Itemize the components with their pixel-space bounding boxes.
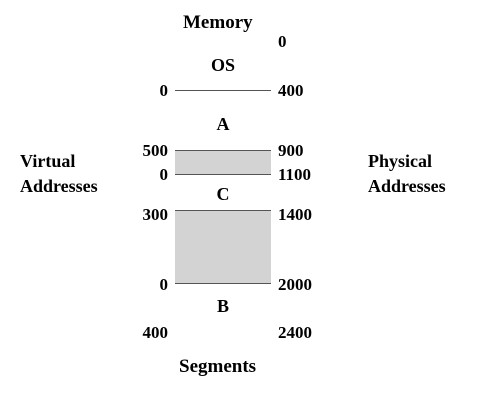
segment-c-label: C — [216, 184, 230, 204]
segment-a — [175, 90, 271, 150]
physical-addresses-label-line2: Addresses — [368, 176, 446, 196]
segment-b — [175, 283, 271, 331]
segments-caption: Segments — [179, 356, 257, 377]
virtual-address-c-start: 0 — [159, 165, 169, 184]
physical-address-0: 0 — [278, 32, 287, 51]
divider-1100 — [175, 174, 271, 175]
virtual-address-a-start: 0 — [159, 81, 169, 100]
physical-address-2400: 2400 — [278, 323, 312, 342]
physical-address-2000: 2000 — [278, 275, 312, 294]
physical-address-1100: 1100 — [278, 165, 312, 184]
physical-address-1400: 1400 — [278, 205, 312, 224]
divider-900 — [175, 150, 271, 151]
physical-address-400: 400 — [278, 81, 304, 100]
virtual-address-b-start: 0 — [159, 275, 169, 294]
virtual-address-c-end: 300 — [142, 205, 169, 224]
segment-a-label: A — [216, 114, 230, 134]
memory-title: Memory — [183, 12, 253, 33]
segment-b-label: B — [216, 296, 229, 316]
physical-address-900: 900 — [278, 141, 304, 160]
virtual-addresses-label-line1: Virtual — [20, 151, 76, 171]
virtual-address-a-end: 500 — [142, 141, 169, 160]
segment-c — [175, 174, 271, 210]
os-segment — [175, 41, 271, 90]
segment-os-label: OS — [210, 55, 235, 75]
divider-2000 — [175, 283, 271, 284]
free-gap-1 — [175, 150, 271, 174]
virtual-address-b-end: 400 — [142, 323, 169, 342]
divider-1400 — [175, 210, 271, 211]
free-gap-2 — [175, 210, 271, 283]
physical-addresses-label-line1: Physical — [368, 151, 433, 171]
virtual-addresses-label-line2: Addresses — [20, 176, 98, 196]
divider-400 — [175, 90, 271, 91]
